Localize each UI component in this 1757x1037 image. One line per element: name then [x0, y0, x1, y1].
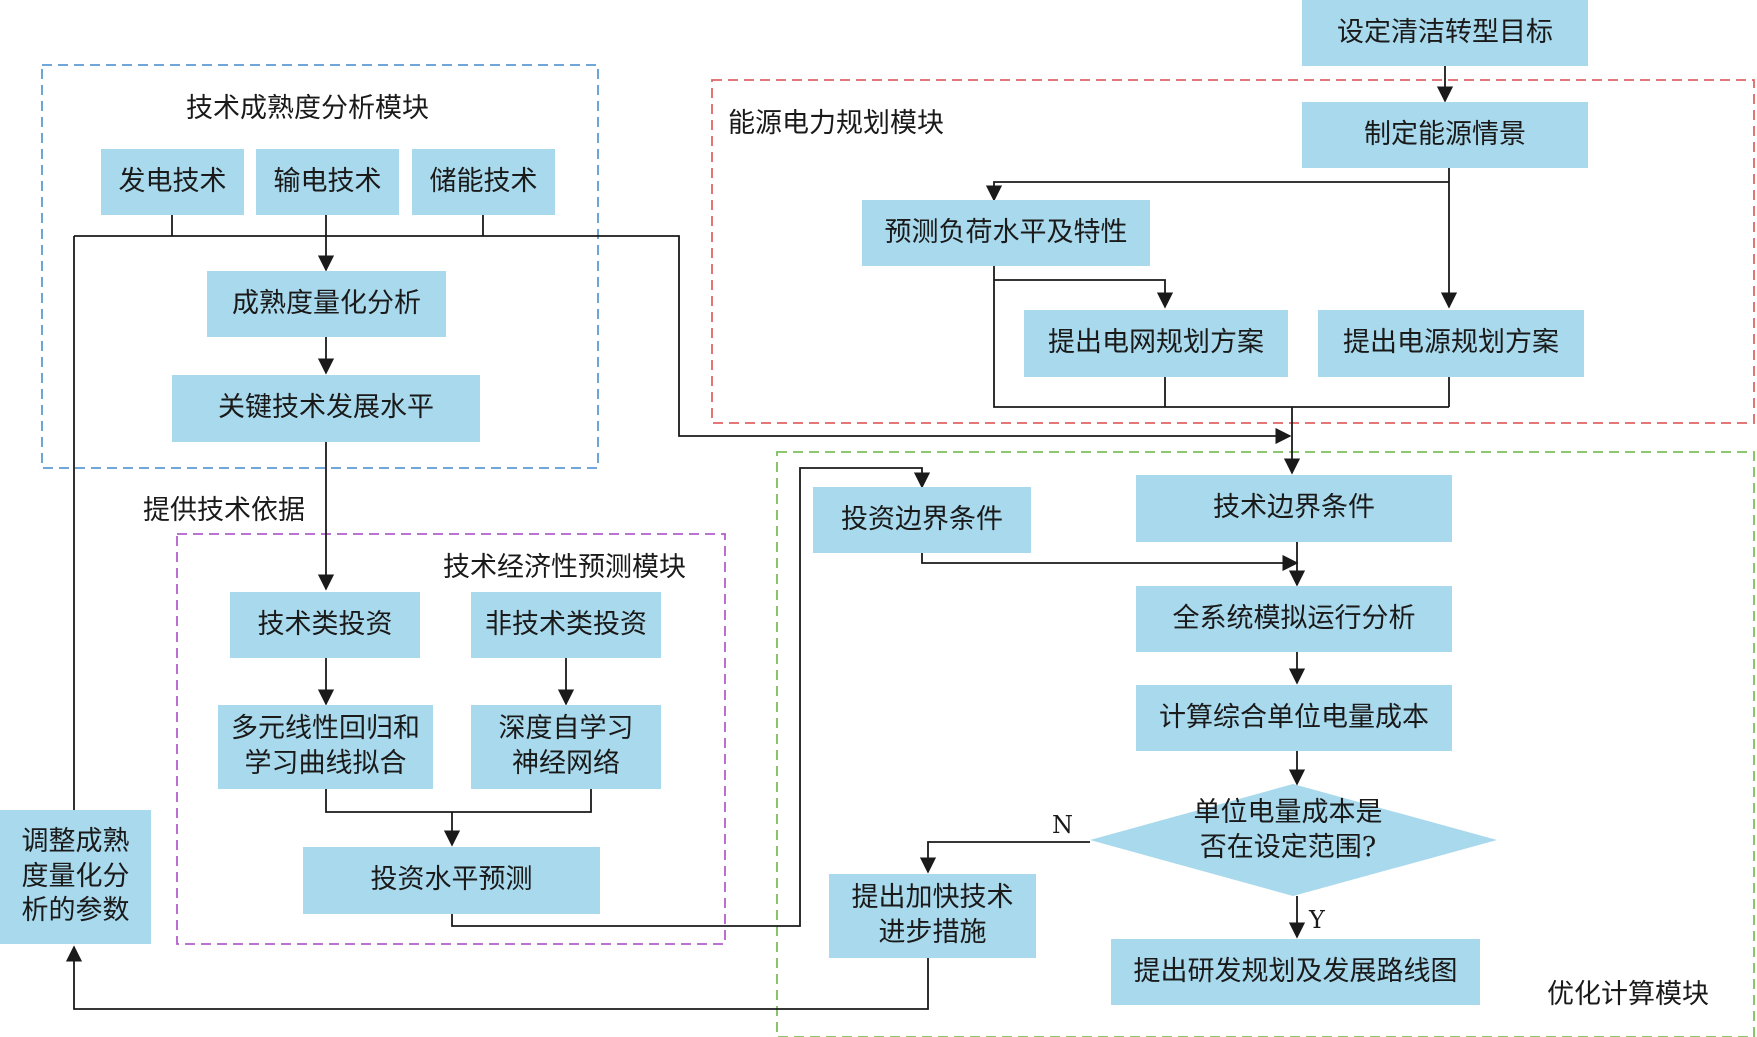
gen-tech-node: 发电技术: [101, 149, 244, 215]
system-sim-node: 全系统模拟运行分析: [1136, 586, 1452, 652]
accelerate-node: 提出加快技术 进步措施: [829, 874, 1036, 958]
tech-boundary-node: 技术边界条件: [1136, 475, 1452, 542]
optimization-module-frame: [776, 451, 1755, 1037]
economic-forecast-module-frame: [176, 533, 726, 945]
trans-tech-node: 输电技术: [256, 149, 399, 215]
dnn-node: 深度自学习 神经网络: [471, 705, 661, 789]
invest-forecast-node: 投资水平预测: [303, 847, 600, 914]
dnn-label-line2: 神经网络: [512, 748, 620, 779]
invest-forecast-label: 投资水平预测: [370, 864, 533, 896]
decision-label-line2: 否在设定范围?: [1199, 831, 1377, 863]
energy-scenario-node: 制定能源情景: [1302, 102, 1588, 168]
arrow-accelerate-to-adjust: [65, 945, 929, 1010]
accelerate-label-line2: 进步措施: [878, 917, 987, 948]
tech-basis-label: 提供技术依据: [143, 495, 305, 526]
economic-forecast-module-title: 技术经济性预测模块: [443, 552, 686, 583]
energy-scenario-label: 制定能源情景: [1364, 118, 1526, 150]
decision-diamond: [1090, 784, 1497, 896]
storage-tech-label: 储能技术: [429, 165, 538, 197]
tech-invest-label: 技术类投资: [257, 608, 393, 640]
grid-plan-label: 提出电网规划方案: [1048, 327, 1264, 359]
yes-label: Y: [1309, 906, 1325, 934]
arrow-forecast-to-invest-boundary: [451, 467, 931, 927]
tech-invest-node: 技术类投资: [230, 592, 420, 658]
adjust-label-line2: 度量化分: [21, 860, 130, 892]
energy-planning-module-frame: [711, 79, 1755, 424]
invest-boundary-node: 投资边界条件: [813, 487, 1031, 553]
unit-cost-label: 计算综合单位电量成本: [1159, 701, 1429, 733]
unit-cost-node: 计算综合单位电量成本: [1136, 685, 1452, 751]
energy-planning-module-title: 能源电力规划模块: [728, 108, 944, 139]
maturity-quant-node: 成熟度量化分析: [207, 271, 446, 337]
power-plan-node: 提出电源规划方案: [1318, 310, 1584, 377]
set-target-label: 设定清洁转型目标: [1337, 16, 1553, 48]
decision-text: 单位电量成本是 否在设定范围?: [1088, 796, 1488, 865]
mlr-node: 多元线性回归和 学习曲线拟合: [218, 705, 433, 789]
invest-boundary-label: 投资边界条件: [841, 503, 1003, 535]
arrow-scenario-to-load: [985, 181, 1449, 202]
storage-tech-node: 储能技术: [412, 149, 555, 215]
arrow-load-to-grid: [994, 279, 1174, 309]
maturity-quant-label: 成熟度量化分析: [232, 287, 421, 319]
connector-mlr-dnn: [325, 789, 592, 813]
power-plan-label: 提出电源规划方案: [1343, 327, 1559, 359]
decision-label-line1: 单位电量成本是: [1193, 797, 1383, 828]
grid-plan-node: 提出电网规划方案: [1024, 310, 1288, 377]
connector-load-down: [993, 266, 1449, 408]
key-tech-level-label: 关键技术发展水平: [218, 392, 434, 424]
system-sim-label: 全系统模拟运行分析: [1172, 602, 1416, 634]
optimization-module-title: 优化计算模块: [1547, 979, 1709, 1010]
adjust-params-node: 调整成熟 度量化分 析的参数: [0, 810, 151, 944]
mlr-label-line1: 多元线性回归和: [231, 713, 420, 745]
roadmap-label: 提出研发规划及发展路线图: [1133, 955, 1458, 987]
nontech-invest-node: 非技术类投资: [471, 592, 661, 658]
set-target-node: 设定清洁转型目标: [1302, 0, 1588, 66]
nontech-invest-label: 非技术类投资: [485, 608, 647, 640]
mlr-label-line2: 学习曲线拟合: [244, 748, 407, 779]
roadmap-node: 提出研发规划及发展路线图: [1111, 939, 1480, 1005]
tech-maturity-module-frame: [41, 64, 599, 469]
tech-maturity-module-title: 技术成熟度分析模块: [186, 93, 429, 124]
no-label: N: [1052, 811, 1073, 839]
accelerate-label-line1: 提出加快技术: [851, 882, 1014, 914]
arrow-tech-to-boundary: [74, 235, 1292, 445]
load-forecast-node: 预测负荷水平及特性: [862, 200, 1150, 266]
adjust-label-line1: 调整成熟: [21, 826, 130, 858]
arrow-decision-no: [919, 841, 1090, 874]
arrow-invest-boundary-to-sim: [921, 553, 1299, 572]
dnn-label-line1: 深度自学习: [498, 713, 634, 745]
key-tech-level-node: 关键技术发展水平: [172, 375, 480, 442]
gen-tech-label: 发电技术: [118, 165, 227, 197]
adjust-label-line3: 析的参数: [21, 895, 130, 927]
tech-boundary-label: 技术边界条件: [1213, 492, 1375, 524]
trans-tech-label: 输电技术: [273, 165, 382, 197]
load-forecast-label: 预测负荷水平及特性: [884, 216, 1128, 248]
